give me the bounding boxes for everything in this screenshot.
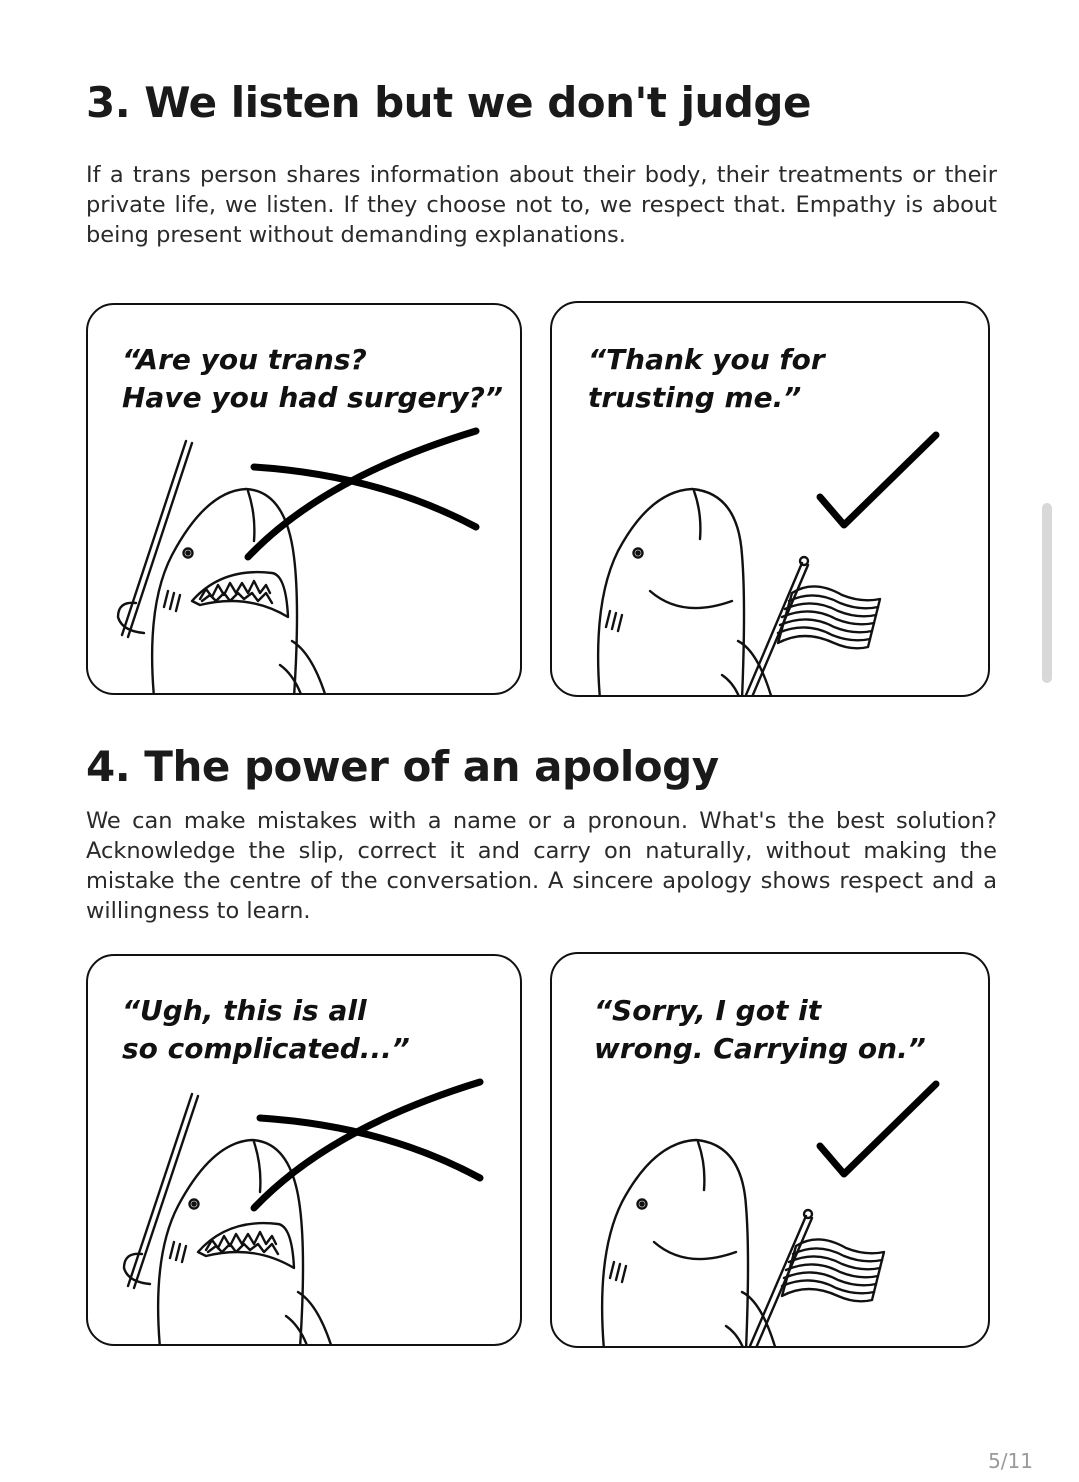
- angry-shark-illustration: [116, 427, 480, 693]
- comic-panel-wrong-reaction: “Ugh, this is all so complicated...”: [86, 954, 522, 1346]
- section-3-body: If a trans person shares information abo…: [86, 162, 997, 248]
- section-4-body: We can make mistakes with a name or a pr…: [86, 808, 997, 924]
- page-indicator: 5/11: [988, 1449, 1033, 1473]
- happy-shark-illustration: [600, 1080, 940, 1346]
- angry-shark-illustration: [122, 1078, 484, 1344]
- vertical-scrollbar[interactable]: [1042, 503, 1052, 683]
- comic-panel-wrong-question: “Are you trans? Have you had surgery?”: [86, 303, 522, 695]
- panel-quote: “Are you trans? Have you had surgery?”: [122, 343, 503, 414]
- comic-panel-right-response: “Thank you for trusting me.”: [550, 301, 990, 697]
- section-4-heading: 4. The power of an apology: [86, 742, 719, 791]
- panel-quote: “Ugh, this is all so complicated...”: [122, 994, 410, 1065]
- section-3-heading: 3. We listen but we don't judge: [86, 78, 811, 127]
- cross-icon: [250, 1078, 484, 1212]
- check-icon: [816, 431, 940, 529]
- panel-quote: “Thank you for trusting me.”: [588, 343, 825, 414]
- check-icon: [816, 1080, 940, 1178]
- comic-panel-right-apology: “Sorry, I got it wrong. Carrying on.”: [550, 952, 990, 1348]
- happy-shark-illustration: [596, 431, 940, 695]
- panel-quote: “Sorry, I got it wrong. Carrying on.”: [594, 994, 926, 1065]
- cross-icon: [244, 427, 480, 561]
